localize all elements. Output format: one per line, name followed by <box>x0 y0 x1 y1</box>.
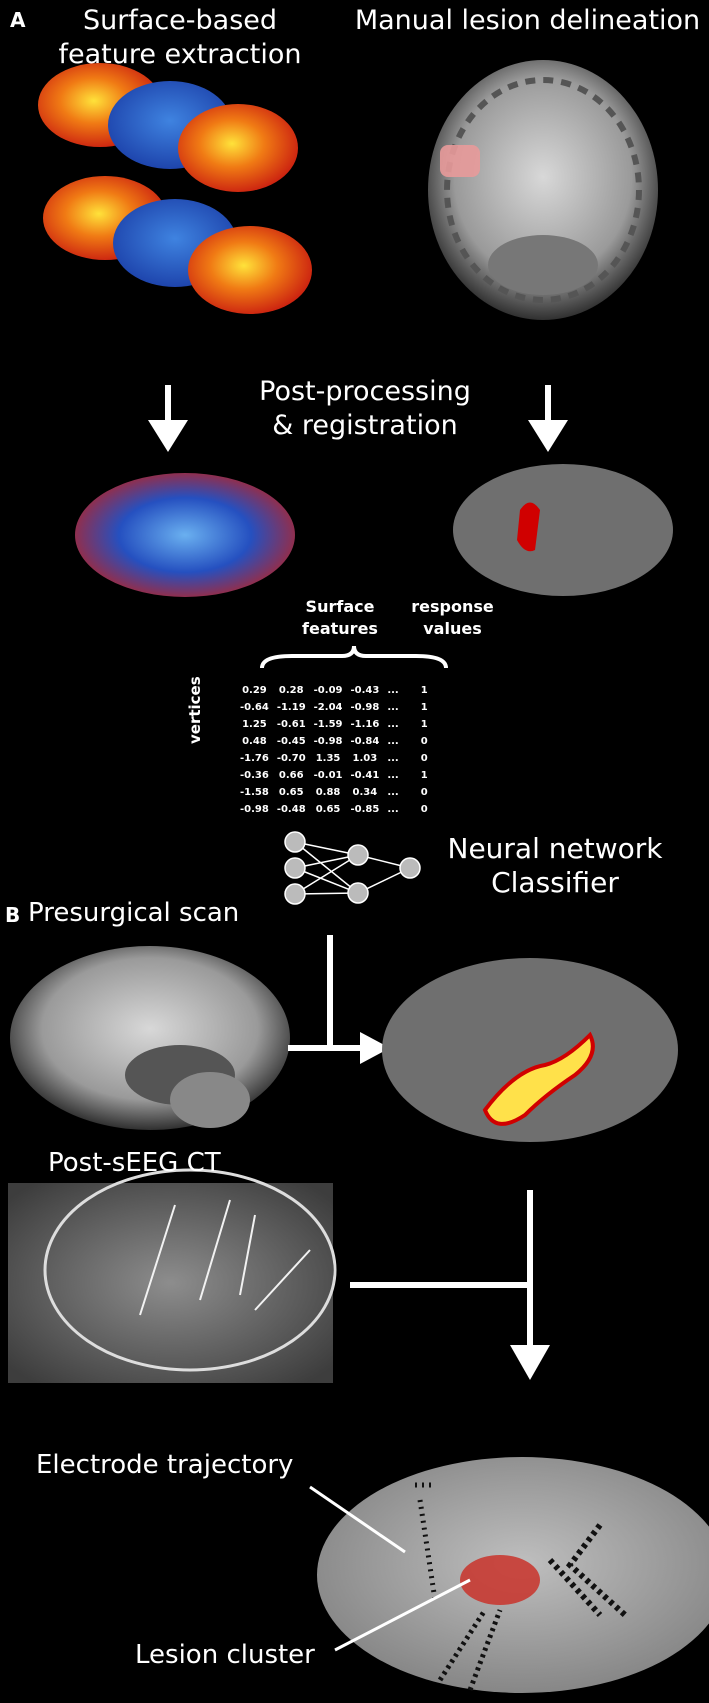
lesion-cluster-label: Lesion cluster <box>135 1640 315 1670</box>
feature-value-cell: 0.88 <box>315 787 341 798</box>
electrode-callout-line <box>309 1485 406 1554</box>
feature-value-cell: -0.70 <box>276 753 306 764</box>
feature-value-cell: ... <box>387 753 399 764</box>
feature-value-cell: 0.34 <box>352 787 378 798</box>
feature-value-cell: 0.66 <box>278 770 304 781</box>
arrow-left-down <box>148 385 188 452</box>
post-seeg-ct <box>8 1168 337 1383</box>
response-value-cell: 1 <box>420 719 428 730</box>
feature-value-cell: ... <box>387 719 399 730</box>
surface-brain-stack-top <box>38 63 298 192</box>
feature-value-cell: ... <box>387 685 399 696</box>
feature-value-cell: -0.01 <box>313 770 343 781</box>
feature-value-cell: -0.36 <box>240 770 269 781</box>
presurgical-label: Presurgical scan <box>28 898 240 928</box>
feature-value-cell: 0.65 <box>278 787 304 798</box>
feature-value-cell: -0.45 <box>276 736 306 747</box>
glass-brain-3d <box>317 1457 709 1693</box>
feature-value-cell: -2.04 <box>313 702 343 713</box>
arrow-right-down <box>528 385 568 452</box>
response-value-cell: 0 <box>420 736 428 747</box>
electrode-trajectory-label: Electrode trajectory <box>36 1450 294 1480</box>
feature-value-cell: -1.76 <box>240 753 269 764</box>
post-processing-label: Post-processing & registration <box>259 376 471 441</box>
response-value-cell: 1 <box>420 770 428 781</box>
matrix-row: -0.36 0.66 -0.01 -0.41... 1 <box>236 767 432 784</box>
matrix-row: -0.98 -0.48 0.65 -0.85... 0 <box>236 801 432 818</box>
feature-value-cell: 0.29 <box>242 685 267 696</box>
matrix-row: -1.58 0.65 0.88 0.34... 0 <box>236 784 432 801</box>
feature-value-cell: -1.19 <box>276 702 306 713</box>
matrix-row: -1.76 -0.70 1.35 1.03... 0 <box>236 750 432 767</box>
post-seeg-label: Post-sEEG CT <box>48 1148 221 1178</box>
matrix-row: 0.48 -0.45 -0.98 -0.84... 0 <box>236 733 432 750</box>
feature-value-cell: ... <box>387 787 399 798</box>
surface-brain-stack-bottom <box>43 176 312 314</box>
surface-features-label: Surface features <box>302 597 378 638</box>
feature-value-cell: -0.48 <box>276 804 306 815</box>
feature-value-cell: 1.35 <box>315 753 341 764</box>
feature-value-cell: ... <box>387 804 399 815</box>
feature-value-cell: -0.61 <box>276 719 306 730</box>
feature-value-cell: 1.03 <box>352 753 378 764</box>
feature-value-cell: -0.98 <box>240 804 269 815</box>
feature-value-cell: -0.98 <box>350 702 380 713</box>
feature-map-surface <box>75 473 295 597</box>
response-values-label: response values <box>411 597 494 638</box>
response-value-cell: 1 <box>420 685 428 696</box>
feature-value-cell: 0.28 <box>278 685 304 696</box>
lesion-callout-line <box>334 1578 471 1652</box>
response-value-cell: 0 <box>420 753 428 764</box>
response-value-cell: 0 <box>420 804 428 815</box>
arrow-to-prediction <box>288 935 390 1064</box>
feature-value-cell: -1.59 <box>313 719 343 730</box>
feature-value-cell: 0.48 <box>242 736 267 747</box>
feature-value-cell: ... <box>387 736 399 747</box>
vertices-label: vertices <box>186 676 204 744</box>
feature-value-cell: -0.43 <box>350 685 380 696</box>
feature-value-cell: ... <box>387 702 399 713</box>
manual-delineation-title: Manual lesion delineation <box>354 5 701 36</box>
feature-value-cell: -0.41 <box>350 770 380 781</box>
feature-value-cell: -0.98 <box>313 736 343 747</box>
sagittal-mri <box>10 946 290 1130</box>
neural-network-icon <box>284 831 421 905</box>
prediction-surface <box>382 958 678 1142</box>
arrow-to-3d <box>350 1190 550 1380</box>
response-value-cell: 1 <box>420 702 428 713</box>
features-brace <box>260 645 448 669</box>
feature-value-cell: -0.85 <box>350 804 380 815</box>
panel-b-label: B <box>5 903 21 927</box>
feature-value-cell: ... <box>387 770 399 781</box>
matrix-row: 1.25 -0.61 -1.59 -1.16... 1 <box>236 716 432 733</box>
coronal-mri <box>428 60 658 320</box>
matrix-row: -0.64 -1.19 -2.04 -0.98... 1 <box>236 699 432 716</box>
feature-value-cell: -0.64 <box>240 702 269 713</box>
feature-value-cell: -1.58 <box>240 787 269 798</box>
lesion-mask-surface <box>453 464 673 596</box>
classifier-label: Neural network Classifier <box>447 832 663 899</box>
feature-value-cell: 1.25 <box>242 719 267 730</box>
feature-value-cell: 0.65 <box>315 804 341 815</box>
matrix-row: 0.29 0.28 -0.09 -0.43... 1 <box>236 682 432 699</box>
feature-value-cell: -1.16 <box>350 719 380 730</box>
response-value-cell: 0 <box>420 787 428 798</box>
panel-a-label: A <box>10 8 26 32</box>
feature-value-cell: -0.09 <box>313 685 343 696</box>
feature-value-cell: -0.84 <box>350 736 380 747</box>
